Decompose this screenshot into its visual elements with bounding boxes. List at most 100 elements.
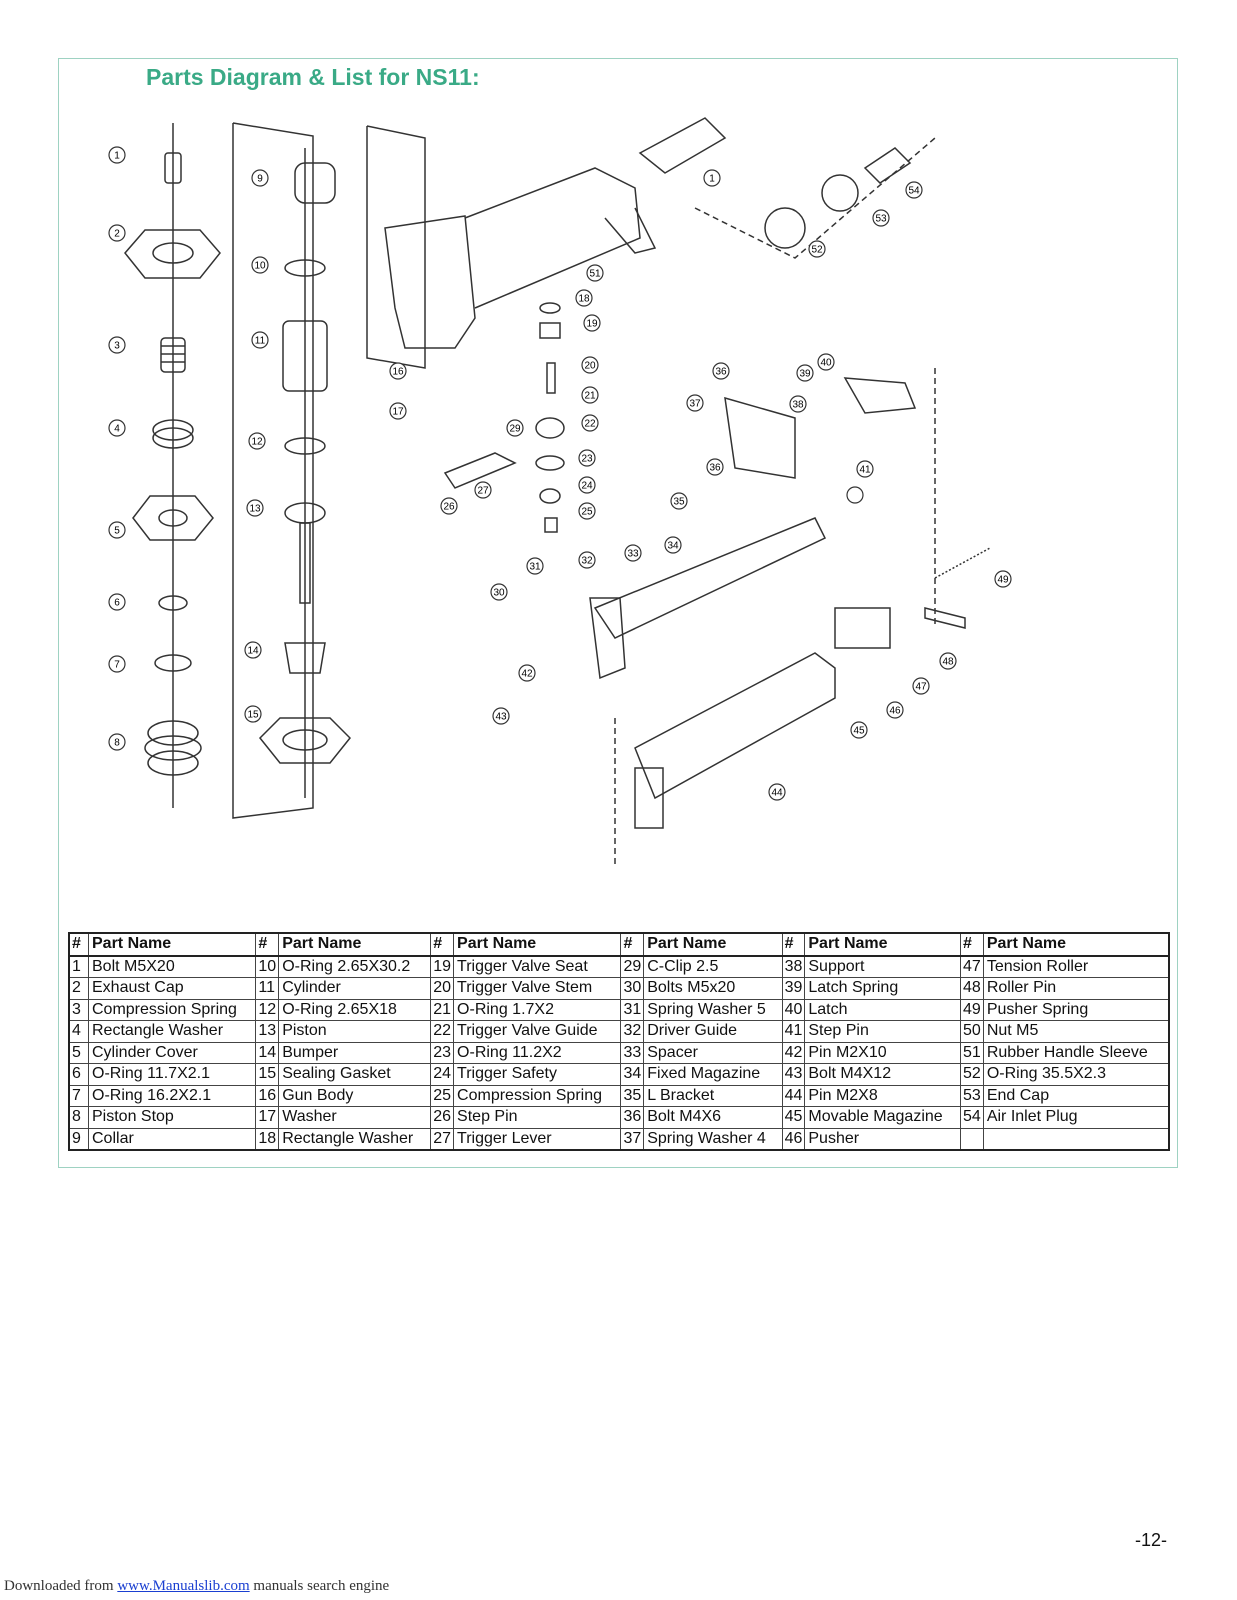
part-name: Bolt M4X12 xyxy=(804,1063,962,1086)
part-name: Step Pin xyxy=(804,1020,962,1043)
callout-label: 46 xyxy=(889,706,901,717)
part-number: 31 xyxy=(620,998,645,1021)
part-number: 23 xyxy=(430,1041,455,1064)
callout-label: 39 xyxy=(799,369,811,380)
part-number: 6 xyxy=(68,1063,89,1086)
part-number: 10 xyxy=(255,955,280,978)
part-name: Spacer xyxy=(643,1041,783,1064)
part-name-header: Part Name xyxy=(982,932,1170,957)
part-number: 20 xyxy=(430,977,455,1000)
callout-label: 51 xyxy=(589,269,601,280)
num-header: # xyxy=(255,932,280,957)
part-name: Rubber Handle Sleeve xyxy=(982,1041,1170,1064)
part-name: C-Clip 2.5 xyxy=(643,955,783,978)
part-name: Bumper xyxy=(278,1041,432,1064)
manualslib-link[interactable]: www.Manualslib.com xyxy=(117,1578,250,1594)
parts-table-header: # Part Name # Part Name # Part Name # Pa… xyxy=(68,932,1170,957)
part-number: 24 xyxy=(430,1063,455,1086)
part-name: Fixed Magazine xyxy=(643,1063,783,1086)
callout-label: 1 xyxy=(114,151,120,162)
part-name: Tension Roller xyxy=(982,955,1170,978)
part-number: 12 xyxy=(255,998,280,1021)
part-number: 41 xyxy=(781,1020,806,1043)
part-number: 25 xyxy=(430,1084,455,1107)
callout-label: 14 xyxy=(247,646,259,657)
part-name: Compression Spring xyxy=(453,1084,622,1107)
part-name: Rectangle Washer xyxy=(87,1020,257,1043)
part-number: 19 xyxy=(430,955,455,978)
part-name: Spring Washer 5 xyxy=(643,998,783,1021)
part-name: Washer xyxy=(278,1106,432,1129)
callout-label: 7 xyxy=(114,660,120,671)
callout-label: 34 xyxy=(667,541,679,552)
part-name: Bolt M4X6 xyxy=(643,1106,783,1129)
part-number: 14 xyxy=(255,1041,280,1064)
part-number: 13 xyxy=(255,1020,280,1043)
part-number: 3 xyxy=(68,998,89,1021)
part-number: 1 xyxy=(68,955,89,978)
callout-label: 40 xyxy=(820,358,832,369)
page-title: Parts Diagram & List for NS11: xyxy=(146,64,480,90)
part-name: Driver Guide xyxy=(643,1020,783,1043)
parts-table: # Part Name # Part Name # Part Name # Pa… xyxy=(68,932,1170,1151)
callout-label: 35 xyxy=(673,497,685,508)
callout-label: 17 xyxy=(392,407,404,418)
part-number: 37 xyxy=(620,1127,645,1151)
part-number: 36 xyxy=(620,1106,645,1129)
callout-label: 5 xyxy=(114,526,120,537)
part-name: Pin M2X10 xyxy=(804,1041,962,1064)
part-number: 30 xyxy=(620,977,645,1000)
callout-label: 37 xyxy=(689,399,701,410)
part-name: Bolts M5x20 xyxy=(643,977,783,1000)
part-number: 34 xyxy=(620,1063,645,1086)
callout-label: 49 xyxy=(997,575,1009,586)
part-number: 9 xyxy=(68,1127,89,1151)
part-name: Nut M5 xyxy=(982,1020,1170,1043)
footer: Downloaded from www.Manualslib.com manua… xyxy=(4,1578,389,1595)
callout-label: 44 xyxy=(771,788,783,799)
num-header: # xyxy=(430,932,455,957)
callout-label: 36 xyxy=(715,367,727,378)
parts-diagram: 1234567891011121314151617181920212223242… xyxy=(108,117,1012,868)
part-name: Piston xyxy=(278,1020,432,1043)
part-number: 47 xyxy=(960,955,984,978)
callout-label: 31 xyxy=(529,562,541,573)
callout-label: 36 xyxy=(709,463,721,474)
part-name: Step Pin xyxy=(453,1106,622,1129)
part-name: Exhaust Cap xyxy=(87,977,257,1000)
callout-label: 4 xyxy=(114,424,120,435)
part-name xyxy=(982,1127,1170,1151)
callout-label: 30 xyxy=(493,588,505,599)
part-name: Rectangle Washer xyxy=(278,1127,432,1151)
callout-label: 1 xyxy=(709,174,715,185)
part-number: 51 xyxy=(960,1041,984,1064)
part-number: 7 xyxy=(68,1084,89,1107)
part-number: 17 xyxy=(255,1106,280,1129)
callout-label: 29 xyxy=(509,424,521,435)
part-name: O-Ring 2.65X30.2 xyxy=(278,955,432,978)
part-number: 26 xyxy=(430,1106,455,1129)
callout-label: 8 xyxy=(114,738,120,749)
part-number: 16 xyxy=(255,1084,280,1107)
callout-label: 19 xyxy=(586,319,598,330)
callout-label: 13 xyxy=(249,504,261,515)
part-number: 53 xyxy=(960,1084,984,1107)
part-number: 39 xyxy=(781,977,806,1000)
num-header: # xyxy=(620,932,645,957)
callout-label: 47 xyxy=(915,682,927,693)
callout-label: 22 xyxy=(584,419,596,430)
part-name: End Cap xyxy=(982,1084,1170,1107)
part-name: Support xyxy=(804,955,962,978)
part-number: 46 xyxy=(781,1127,806,1151)
part-name: O-Ring 11.7X2.1 xyxy=(87,1063,257,1086)
part-name: Cylinder Cover xyxy=(87,1041,257,1064)
callout-label: 6 xyxy=(114,598,120,609)
part-number: 29 xyxy=(620,955,645,978)
part-name: Trigger Lever xyxy=(453,1127,622,1151)
part-number: 8 xyxy=(68,1106,89,1129)
